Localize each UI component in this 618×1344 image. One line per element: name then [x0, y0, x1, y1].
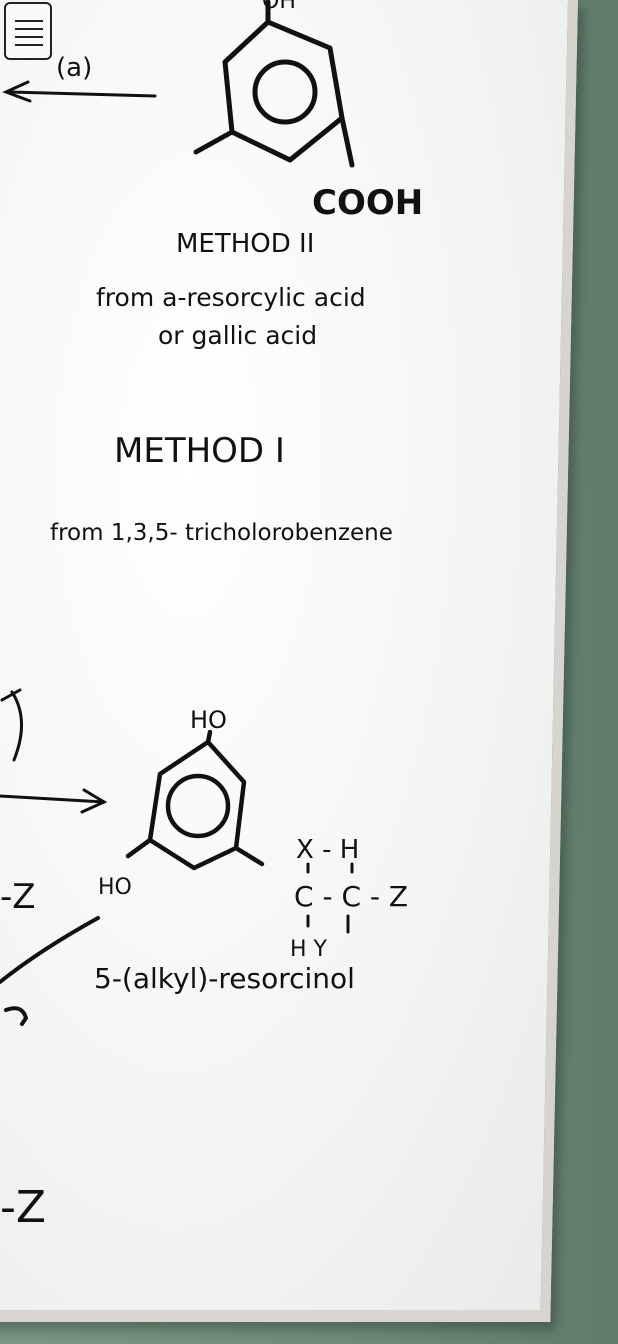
hamburger-menu-icon [15, 20, 43, 22]
chain-row-2: C - C - Z [294, 880, 408, 913]
diagonal-stroke [0, 916, 100, 1026]
hamburger-line [15, 28, 43, 30]
method2-line1: from a-resorcylic acid [96, 283, 366, 312]
oh-top-label: OH [262, 0, 296, 14]
ho-top-label: HO [190, 706, 227, 734]
hamburger-line [15, 44, 43, 46]
ho-left-label: HO [98, 875, 132, 900]
method1-title: METHOD I [114, 431, 285, 471]
method2-title: METHOD II [176, 229, 314, 259]
arrow-a-label: (a) [56, 53, 92, 83]
benzene-ring-bottom [125, 729, 265, 871]
left-z-upper: -Z [0, 877, 36, 917]
chain-row-1: X - H [296, 835, 359, 865]
chain-row-3: H Y [290, 937, 328, 962]
arrow-a [2, 80, 157, 103]
arrow-to-resorcinol [0, 688, 108, 814]
left-z-lower: -Z [0, 1182, 46, 1233]
benzene-ring-top [193, 0, 355, 168]
hamburger-line [15, 36, 43, 38]
method2-line2: or gallic acid [158, 321, 317, 350]
method1-line: from 1,3,5- tricholorobenzene [50, 520, 393, 546]
cooh-label: COOH [312, 183, 423, 223]
menu-button[interactable] [4, 2, 52, 60]
product-name: 5-(alkyl)-resorcinol [94, 962, 355, 995]
chain-bonds [306, 862, 354, 934]
